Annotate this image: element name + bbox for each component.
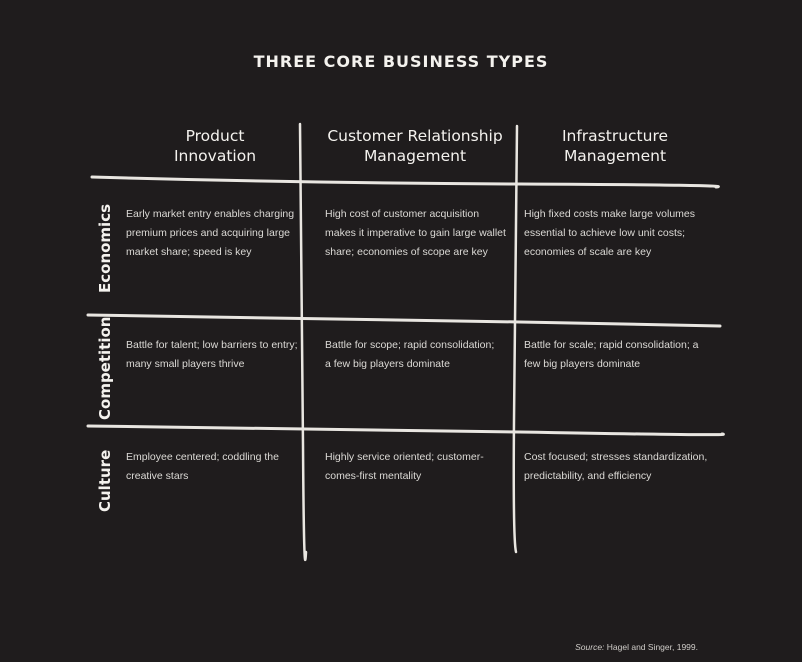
cell-culture-customer: Highly service oriented; customer-comes-…	[325, 451, 484, 482]
row-header-economics: Economics	[96, 203, 114, 293]
cell-culture-infrastructure: Cost focused; stresses standardization, …	[524, 451, 708, 482]
diagram-title: THREE CORE BUSINESS TYPES	[253, 52, 549, 71]
cell-culture-product: Employee centered; coddling the creative…	[126, 451, 279, 482]
grid-line-row1	[86, 313, 722, 328]
column-header-infrastructure: Infrastructure Management	[510, 126, 720, 166]
cell-economics-product: Early market entry enables charging prem…	[126, 208, 295, 258]
column-header-line: Management	[563, 147, 667, 165]
column-header-line: Customer Relationship	[327, 127, 503, 145]
column-header-product-innovation: Product Innovation	[110, 126, 320, 166]
cell-competition-infrastructure: Battle for scale; rapid consolidation; a…	[524, 339, 699, 370]
column-header-line: Innovation	[173, 147, 257, 165]
row-header-culture: Culture	[96, 449, 114, 512]
source-note: Source: Hagel and Singer, 1999.	[575, 642, 698, 652]
source-label: Source:	[575, 642, 605, 652]
grid-line-row2	[86, 424, 725, 437]
cell-competition-customer: Battle for scope; rapid consolidation; a…	[325, 339, 495, 370]
cell-economics-infrastructure: High fixed costs make large volumes esse…	[524, 208, 695, 258]
source-text: Hagel and Singer, 1999.	[606, 642, 698, 652]
column-header-line: Management	[363, 147, 467, 165]
cell-competition-product: Battle for talent; low barriers to entry…	[126, 339, 298, 370]
column-header-line: Infrastructure	[561, 127, 669, 145]
grid-line-header	[90, 175, 720, 189]
cell-economics-customer: High cost of customer acquisition makes …	[325, 208, 506, 258]
grid-line-col2	[512, 124, 519, 554]
grid-line-col1	[298, 122, 308, 562]
column-header-customer-relationship: Customer Relationship Management	[310, 126, 520, 166]
row-header-competition: Competition	[96, 316, 114, 420]
column-header-line: Product	[185, 127, 245, 145]
